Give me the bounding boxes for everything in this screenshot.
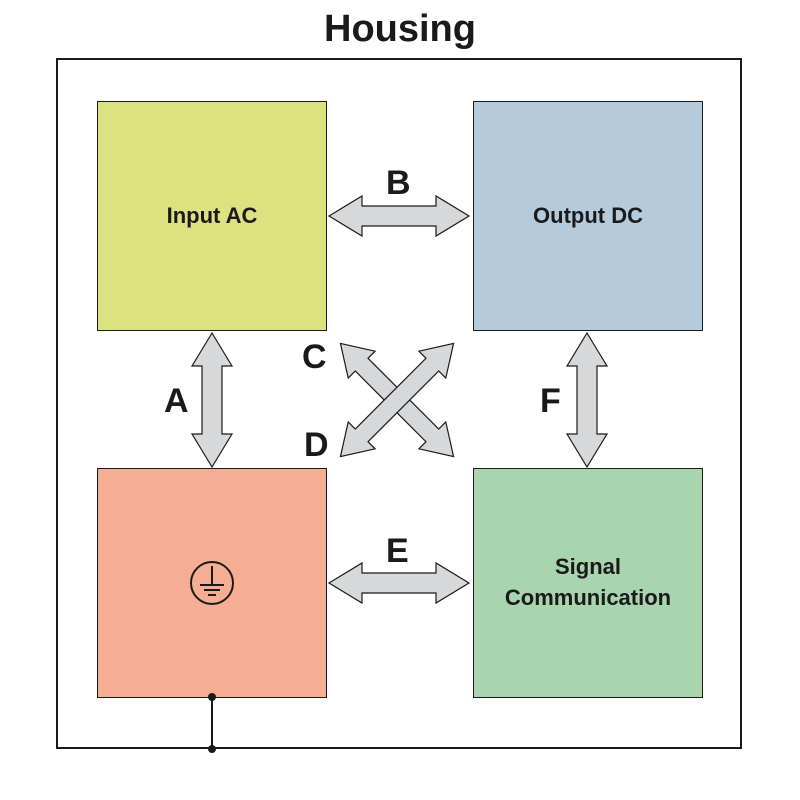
arrow-d xyxy=(339,342,455,458)
arrow-f xyxy=(565,331,609,469)
arrow-label-a: A xyxy=(164,382,189,420)
ground-node-bottom xyxy=(208,745,216,753)
arrow-a xyxy=(190,331,234,469)
arrow-label-c: C xyxy=(302,338,327,376)
housing-frame xyxy=(56,58,742,749)
arrow-label-e: E xyxy=(386,532,409,570)
arrow-label-b: B xyxy=(386,164,411,202)
arrow-b xyxy=(327,194,471,238)
input-ac-block: Input AC xyxy=(97,101,327,331)
protective-earth-icon xyxy=(190,561,234,605)
output-dc-block: Output DC xyxy=(473,101,703,331)
signal-communication-label: Signal Communication xyxy=(504,554,672,610)
output-dc-label: Output DC xyxy=(533,202,643,228)
housing-title: Housing xyxy=(324,8,476,50)
arrow-e xyxy=(327,561,471,605)
arrow-label-d: D xyxy=(304,426,329,464)
input-ac-label: Input AC xyxy=(166,202,258,228)
arrow-label-f: F xyxy=(540,382,561,420)
ground-node-top xyxy=(208,693,216,701)
signal-communication-block: Signal Communication xyxy=(473,468,703,698)
